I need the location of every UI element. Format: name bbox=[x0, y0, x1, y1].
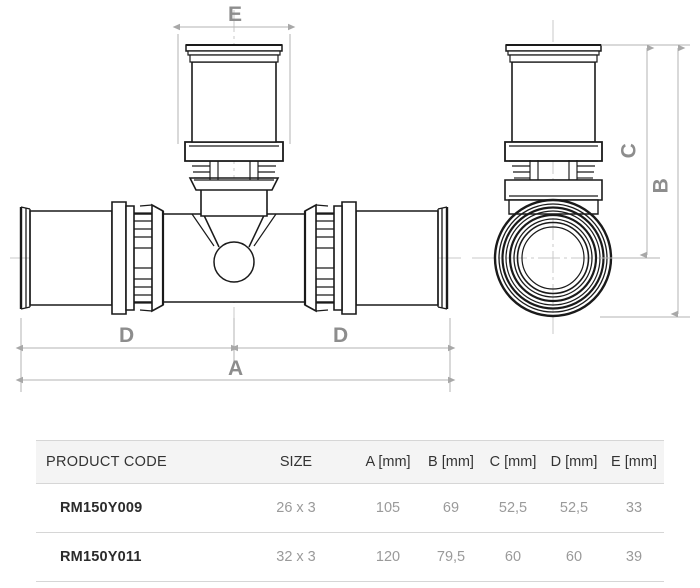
technical-drawing: E D D A C B bbox=[10, 3, 690, 392]
cell-d: 52,5 bbox=[544, 483, 604, 533]
cell-c: 52,5 bbox=[482, 483, 544, 533]
table-row: RM150Y011 32 x 3 120 79,5 60 60 39 bbox=[36, 532, 664, 582]
table-header: PRODUCT CODE SIZE A [mm] B [mm] C [mm] D… bbox=[36, 440, 664, 484]
cell-c: 60 bbox=[482, 532, 544, 582]
cell-b: 79,5 bbox=[420, 532, 482, 582]
cell-product-code: RM150Y011 bbox=[36, 532, 236, 582]
right-arm bbox=[303, 201, 449, 315]
dimension-label-C: C bbox=[617, 142, 641, 159]
side-view-dimensions bbox=[600, 44, 690, 318]
dimension-label-B: B bbox=[649, 177, 673, 194]
drawing-canvas bbox=[10, 10, 690, 392]
table-row: RM150Y009 26 x 3 105 69 52,5 52,5 33 bbox=[36, 483, 664, 533]
cell-b: 69 bbox=[420, 483, 482, 533]
column-header-size: SIZE bbox=[236, 440, 356, 484]
column-header-d: D [mm] bbox=[544, 440, 604, 484]
column-header-a: A [mm] bbox=[356, 440, 420, 484]
table-header-row: PRODUCT CODE SIZE A [mm] B [mm] C [mm] D… bbox=[36, 440, 664, 484]
front-view-geometry bbox=[10, 10, 462, 340]
column-header-product-code: PRODUCT CODE bbox=[36, 440, 236, 484]
hub-detail bbox=[191, 208, 277, 283]
column-header-b: B [mm] bbox=[420, 440, 482, 484]
side-view-geometry bbox=[472, 20, 636, 334]
specification-table: PRODUCT CODE SIZE A [mm] B [mm] C [mm] D… bbox=[36, 440, 664, 582]
column-header-e: E [mm] bbox=[604, 440, 664, 484]
cell-d: 60 bbox=[544, 532, 604, 582]
dimension-label-A: A bbox=[228, 357, 244, 380]
cell-product-code: RM150Y009 bbox=[36, 483, 236, 533]
column-header-c: C [mm] bbox=[482, 440, 544, 484]
top-branch bbox=[184, 44, 284, 217]
dimension-label-E: E bbox=[228, 3, 243, 26]
cell-size: 26 x 3 bbox=[236, 483, 356, 533]
specification-table-container: PRODUCT CODE SIZE A [mm] B [mm] C [mm] D… bbox=[36, 440, 664, 582]
dimension-label-D-left: D bbox=[119, 324, 135, 347]
table-body: RM150Y009 26 x 3 105 69 52,5 52,5 33 RM1… bbox=[36, 483, 664, 582]
cell-size: 32 x 3 bbox=[236, 532, 356, 582]
dimension-label-D-right: D bbox=[333, 324, 349, 347]
cell-e: 33 bbox=[604, 483, 664, 533]
cell-a: 120 bbox=[356, 532, 420, 582]
left-arm bbox=[19, 201, 165, 315]
front-view-dimensions bbox=[15, 23, 456, 392]
cell-a: 105 bbox=[356, 483, 420, 533]
cell-e: 39 bbox=[604, 532, 664, 582]
